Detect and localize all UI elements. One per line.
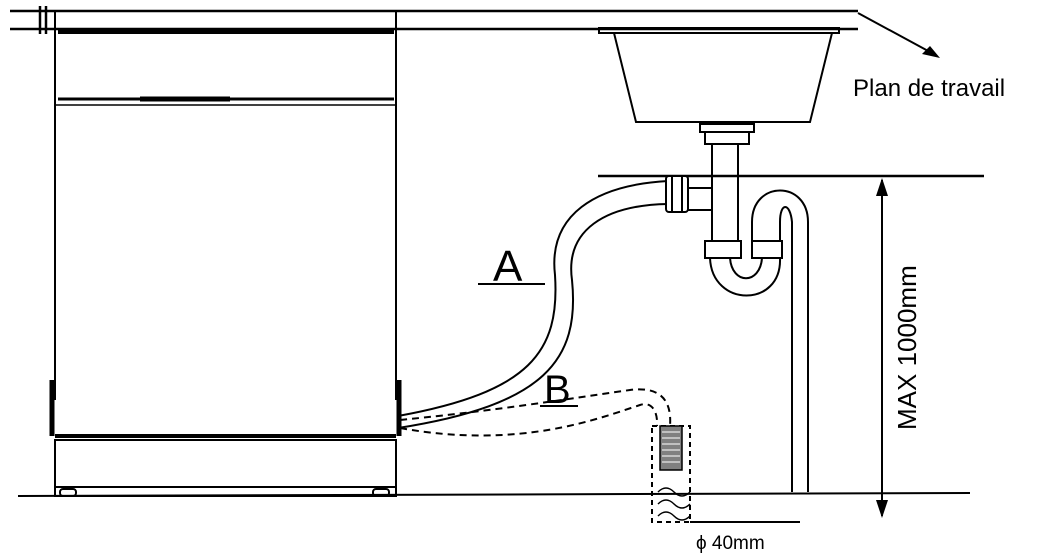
- standpipe-water-waves: [657, 487, 691, 521]
- max-height-arrow-top: [876, 178, 888, 196]
- countertop-pointer: [857, 12, 931, 53]
- hose-b-label: B: [544, 368, 571, 412]
- drain-hose-b: [399, 388, 672, 437]
- countertop: [10, 6, 858, 34]
- countertop-pointer-arrowhead: [922, 46, 940, 58]
- countertop-label: Plan de travail: [853, 75, 1005, 102]
- dishwasher: [49, 10, 402, 497]
- drain-hose-a: [397, 175, 689, 429]
- max-height-arrow-bottom: [876, 500, 888, 518]
- sink: [598, 27, 840, 123]
- max-height-label: MAX 1000mm: [892, 265, 922, 430]
- standpipe-filter: [659, 425, 683, 471]
- diameter-label: ϕ 40mm: [696, 533, 765, 554]
- sink-drain-trap: [688, 123, 809, 492]
- floor: [17, 492, 971, 497]
- hose-a-label: A: [493, 242, 523, 291]
